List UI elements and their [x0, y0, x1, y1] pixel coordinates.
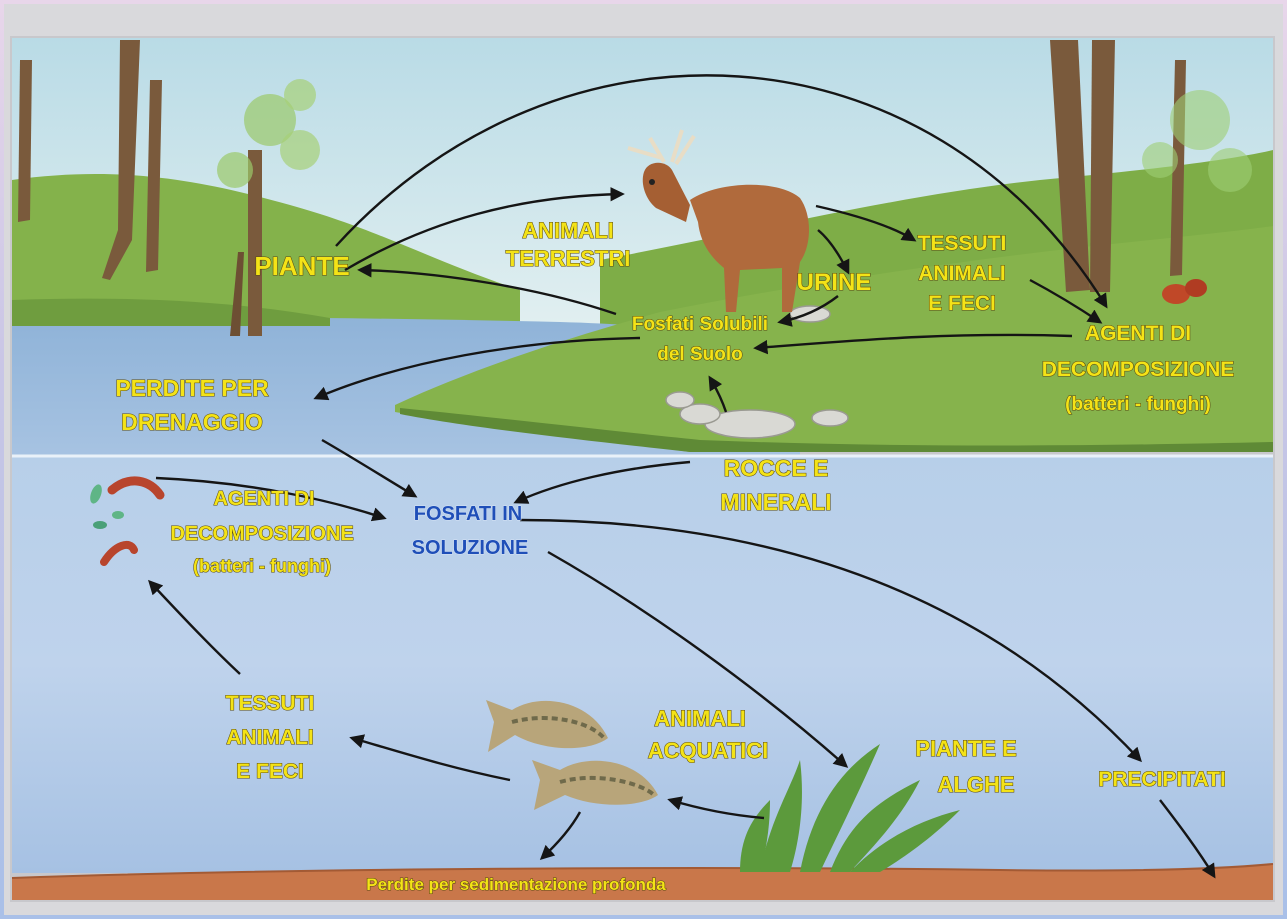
- label-piante-alghe: PIANTE E: [915, 736, 1016, 761]
- label-tessuti-top: TESSUTI: [918, 232, 1007, 255]
- label-rocce: MINERALI: [720, 489, 831, 515]
- label-fosfati-suolo: del Suolo: [657, 344, 743, 365]
- label-tessuti-top: ANIMALI: [918, 262, 1006, 285]
- label-agenti-top: AGENTI DI: [1085, 322, 1191, 345]
- label-perdite-drenaggio: PERDITE PER: [115, 375, 269, 401]
- label-tessuti-water: TESSUTI: [226, 692, 315, 715]
- label-animali-terrestri: TERRESTRI: [506, 246, 631, 271]
- label-urine: URINE: [797, 269, 872, 296]
- label-fosfati-suolo: Fosfati Solubili: [632, 314, 768, 335]
- label-agenti-top: DECOMPOSIZIONE: [1042, 358, 1235, 381]
- label-agenti-water: (batteri - funghi): [193, 556, 331, 576]
- label-animali-terrestri: ANIMALI: [522, 218, 614, 243]
- label-tessuti-water: ANIMALI: [226, 726, 314, 749]
- label-rocce: ROCCE E: [724, 455, 829, 481]
- label-tessuti-top: E FECI: [928, 292, 996, 315]
- label-piante-alghe: ALGHE: [938, 772, 1015, 797]
- label-fosfati-soluzione: SOLUZIONE: [412, 537, 529, 559]
- lake: [12, 455, 1273, 873]
- label-fosfati-soluzione: FOSFATI IN: [414, 503, 523, 525]
- label-agenti-top: (batteri - funghi): [1065, 394, 1211, 415]
- label-piante: PIANTE: [254, 251, 349, 281]
- label-agenti-water: AGENTI DI: [213, 488, 314, 510]
- label-perdite-drenaggio: DRENAGGIO: [121, 409, 263, 435]
- label-tessuti-water: E FECI: [236, 760, 304, 783]
- label-sedimentazione: Perdite per sedimentazione profonda: [366, 875, 666, 894]
- label-animali-acquatici: ANIMALI: [654, 706, 746, 731]
- label-animali-acquatici: ACQUATICI: [648, 738, 769, 763]
- label-agenti-water: DECOMPOSIZIONE: [170, 523, 353, 545]
- label-precipitati: PRECIPITATI: [1098, 768, 1226, 791]
